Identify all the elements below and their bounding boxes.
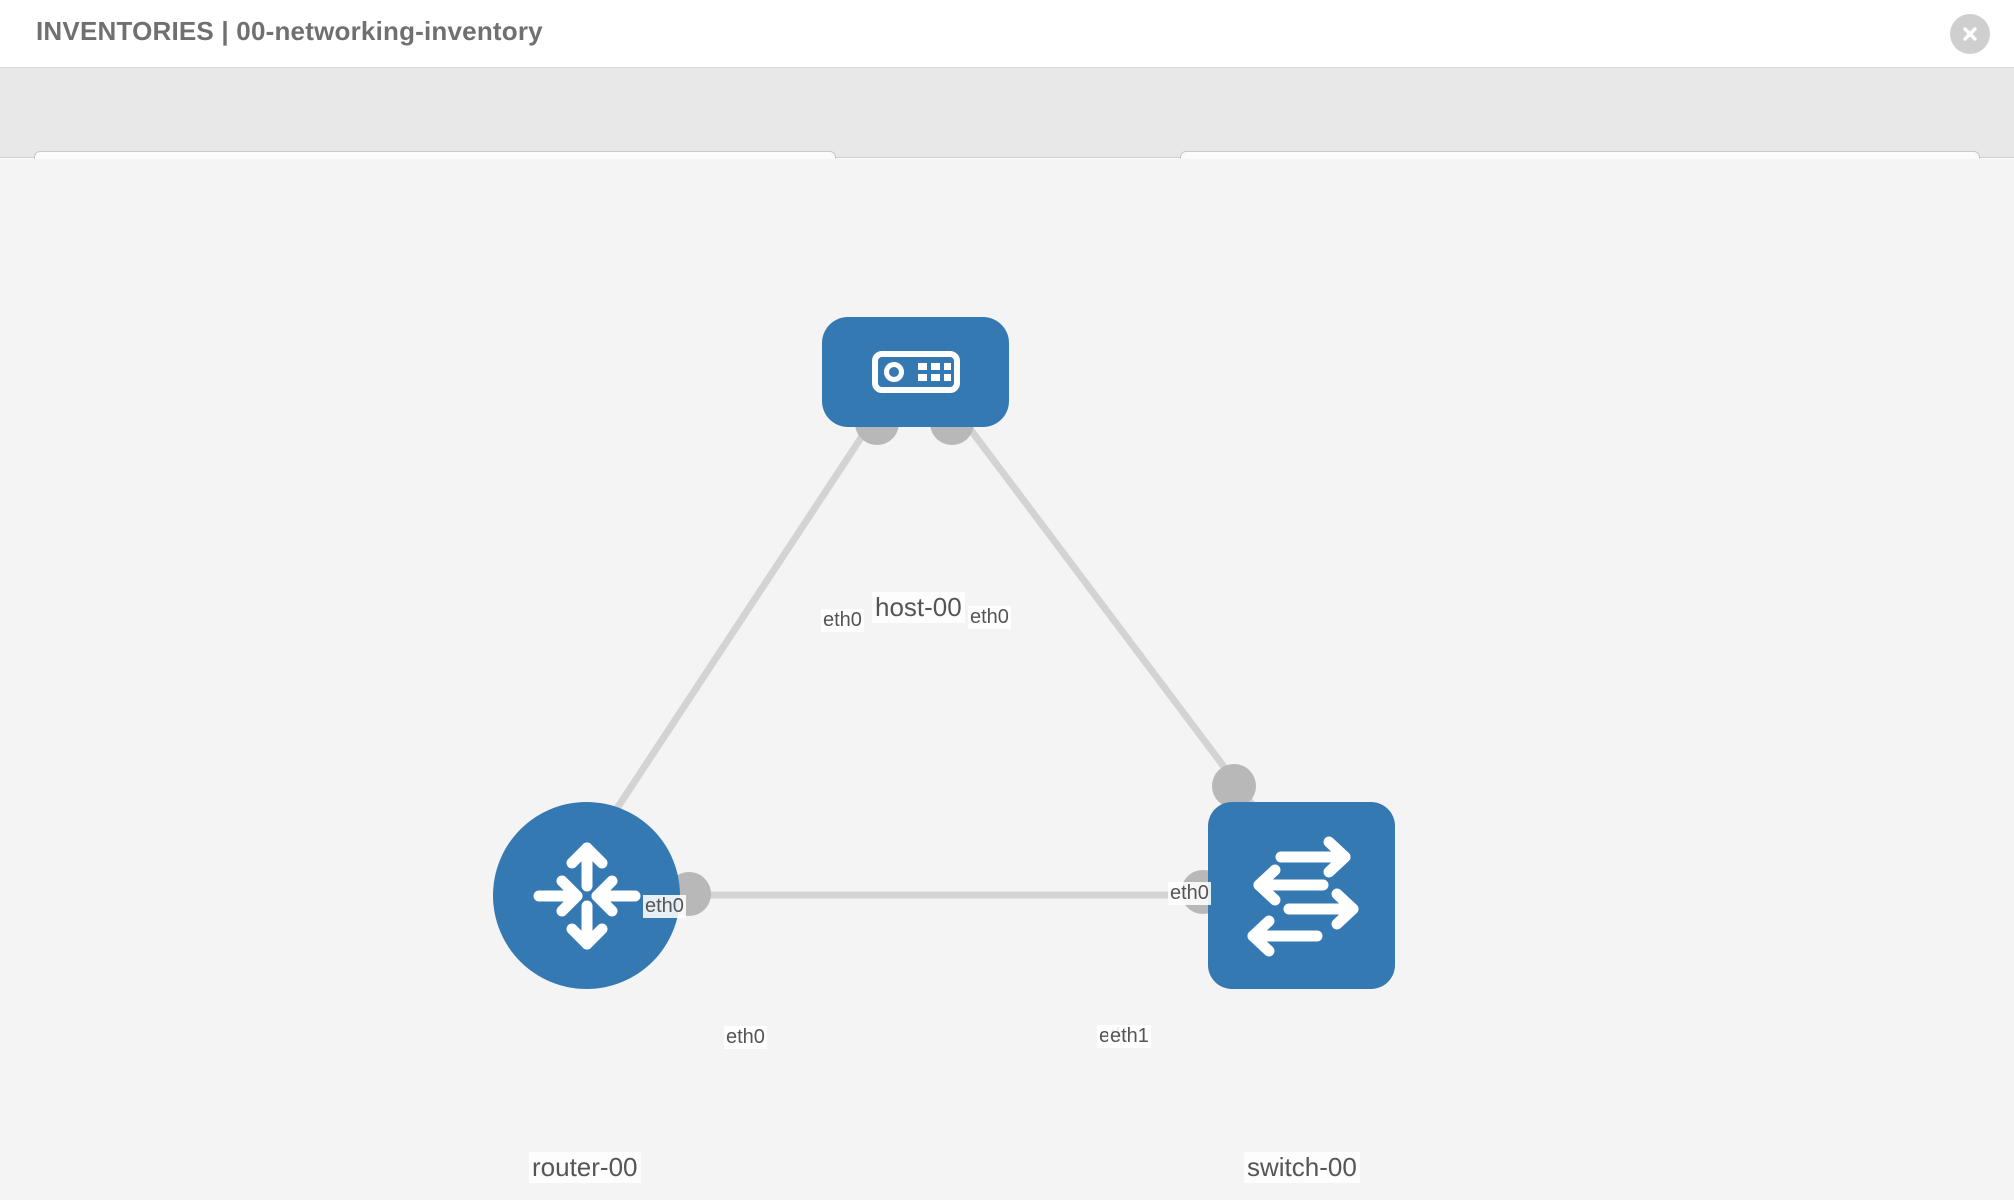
node-switch-00[interactable] xyxy=(1208,802,1395,989)
topology-graph xyxy=(606,401,1256,916)
port-switch-top xyxy=(1212,764,1256,808)
node-host-00[interactable] xyxy=(822,317,1009,427)
close-icon[interactable] xyxy=(1950,14,1990,54)
port-group xyxy=(667,401,1256,916)
edge-group xyxy=(606,405,1256,899)
toolbar: ACTIONS SEARCH xyxy=(0,68,2014,205)
server-icon xyxy=(871,351,960,393)
router-arrows-icon xyxy=(533,842,640,949)
edge-host-router xyxy=(606,405,884,823)
page-title: INVENTORIES | 00-networking-inventory xyxy=(36,16,543,46)
node-router-00[interactable] xyxy=(493,802,680,989)
page-header: INVENTORIES | 00-networking-inventory xyxy=(0,0,2014,68)
switch-arrows-icon xyxy=(1247,836,1358,956)
edge-host-switch xyxy=(951,405,1256,808)
topology-canvas[interactable]: host-00 router-00 switch-00 eth0 eth0 et… xyxy=(0,159,2014,1200)
